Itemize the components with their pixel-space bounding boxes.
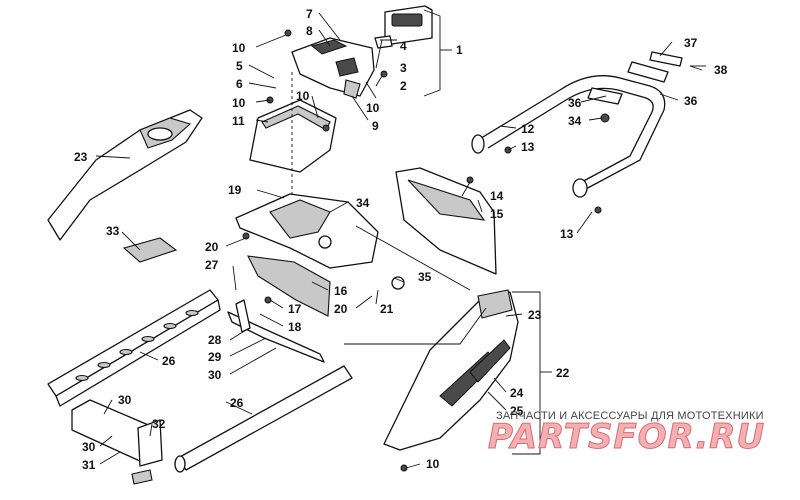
leader-lines [95, 9, 703, 469]
callout-34-b: 34 [356, 196, 370, 210]
callout-30-c: 30 [82, 440, 96, 454]
callout-4: 4 [400, 39, 407, 53]
callout-8: 8 [306, 24, 313, 38]
callout-15: 15 [490, 207, 504, 221]
callout-23-b: 23 [528, 308, 542, 322]
callout-33: 33 [106, 224, 120, 238]
callout-10-b: 10 [232, 96, 246, 110]
callout-36-b: 36 [684, 94, 698, 108]
callout-24: 24 [510, 386, 524, 400]
callout-10-e: 10 [426, 457, 440, 471]
callout-35: 35 [418, 270, 432, 284]
watermark-logo: PARTSFOR.RU [488, 417, 765, 457]
lower-rail [174, 365, 353, 473]
callout-16: 16 [334, 284, 348, 298]
callout-17: 17 [288, 302, 302, 316]
callout-13-b: 13 [560, 227, 574, 241]
callout-22: 22 [556, 366, 570, 380]
bumper-brackets [587, 51, 706, 123]
watermark-caption: ЗАПЧАСТИ И АКСЕССУАРЫ ДЛЯ МОТОТЕХНИКИ [496, 410, 764, 422]
callout-20-a: 20 [205, 240, 219, 254]
watermark: ЗАПЧАСТИ И АКСЕССУАРЫ ДЛЯ МОТОТЕХНИКИ PA… [488, 410, 765, 458]
callout-6: 6 [236, 77, 243, 91]
callout-12: 12 [521, 122, 535, 136]
callout-labels: 1 2 3 4 5 6 7 8 9 10 10 10 10 10 11 12 1… [74, 7, 728, 472]
hardware-fasteners [242, 29, 602, 472]
callout-18: 18 [288, 320, 302, 334]
callout-26-b: 26 [230, 396, 244, 410]
snow-flap [247, 255, 331, 317]
reflector-block [122, 237, 178, 263]
callout-31: 31 [82, 458, 96, 472]
callout-10-a: 10 [232, 41, 246, 55]
callout-23-a: 23 [74, 150, 88, 164]
lower-left-bracket [71, 399, 163, 485]
callout-34-a: 34 [568, 114, 582, 128]
mounting-bracket [249, 99, 337, 173]
callout-1: 1 [456, 43, 463, 57]
rail-slots [75, 309, 199, 382]
callout-9: 9 [372, 119, 379, 133]
callout-30-a: 30 [208, 368, 222, 382]
callout-25: 25 [510, 404, 524, 418]
callout-2: 2 [400, 79, 407, 93]
hitch-brackets [227, 299, 325, 363]
callout-5: 5 [236, 59, 243, 73]
left-side-panel [47, 109, 203, 241]
callout-11: 11 [232, 114, 245, 128]
callout-21: 21 [380, 302, 394, 316]
callout-30-b: 30 [118, 393, 132, 407]
callout-38: 38 [714, 63, 728, 77]
callout-27: 27 [205, 258, 219, 272]
callout-13-a: 13 [521, 140, 535, 154]
rear-flap-base [235, 193, 379, 269]
callout-32: 32 [152, 417, 166, 431]
callout-7: 7 [306, 7, 313, 21]
rear-bumper-tube [471, 75, 666, 198]
left-rail [47, 289, 221, 407]
callout-20-b: 20 [334, 302, 348, 316]
callout-10-c: 10 [296, 89, 310, 103]
callout-29: 29 [208, 350, 222, 364]
taillight-assembly [374, 5, 433, 49]
callout-19: 19 [228, 183, 242, 197]
callout-26-a: 26 [162, 354, 176, 368]
callout-10-d: 10 [366, 101, 380, 115]
right-side-panel [383, 289, 519, 451]
callout-28: 28 [208, 333, 222, 347]
callout-3: 3 [400, 61, 407, 75]
callout-14: 14 [490, 189, 504, 203]
right-rear-panel [395, 167, 497, 275]
callout-36-a: 36 [568, 96, 582, 110]
callout-37: 37 [684, 36, 698, 50]
